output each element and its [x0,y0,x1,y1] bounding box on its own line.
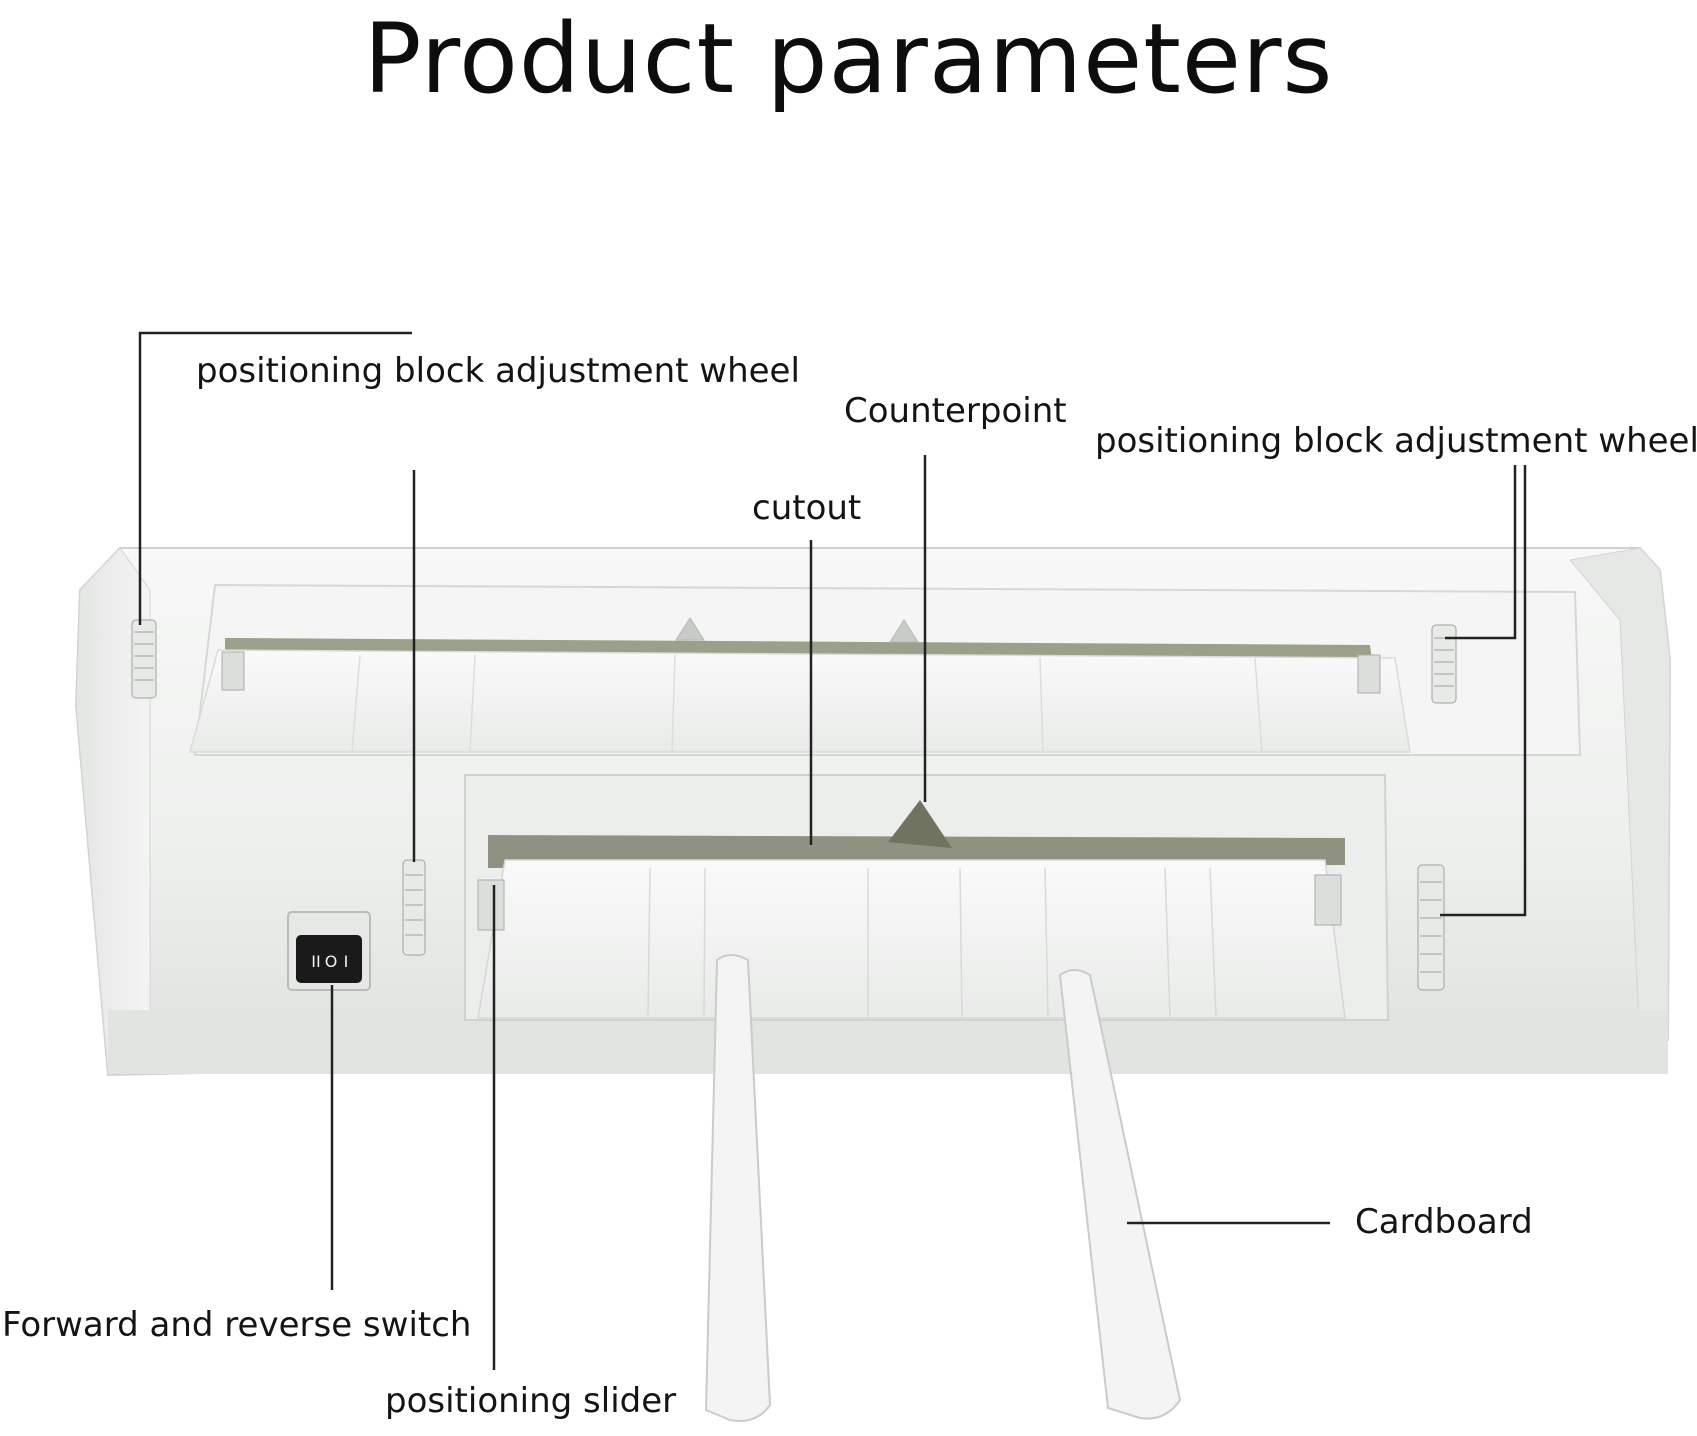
counterpoint-notch [888,800,952,848]
label-cardboard: Cardboard [1355,1202,1533,1242]
label-slider: positioning slider [385,1381,677,1421]
callout-line-wheel-left [138,331,412,625]
label-counterpoint: Counterpoint [844,391,1067,431]
label-switch: Forward and reverse switch [2,1305,472,1345]
callout-lines [138,331,1527,1370]
switch-symbol-reverse: II [311,952,320,971]
adjustment-wheel-right-bottom[interactable] [1417,864,1445,991]
positioning-slider-left-block[interactable] [477,879,505,931]
forward-reverse-switch[interactable]: II O I [287,911,371,991]
cutter-machine-body: II O I [74,547,1672,1077]
upper-notch-right [889,619,919,643]
upper-notch-left [675,617,705,641]
page-title: Product parameters [363,3,1334,115]
adjustment-wheel-left-top[interactable] [131,619,157,699]
callout-line-wheel-right-lower [1440,465,1527,917]
switch-symbol-forward: I [344,952,349,971]
upper-slider-left-block[interactable] [221,651,245,691]
cardboard-guide-right[interactable] [1058,969,1182,1420]
positioning-slider-right-block[interactable] [1314,874,1342,926]
adjustment-wheel-left-bottom[interactable] [402,859,426,956]
cardboard-guide-left[interactable] [704,954,772,1422]
switch-symbol-off: O [325,952,338,971]
cardboard-guides [704,954,1182,1422]
upper-tray [189,649,1411,753]
lower-tray [477,859,1346,1019]
label-wheel-right: positioning block adjustment wheel [1095,421,1697,461]
upper-slider-right-block[interactable] [1357,654,1381,694]
body-right-side [1569,547,1671,1046]
label-cutout: cutout [752,488,862,528]
adjustment-wheel-right-top[interactable] [1431,624,1457,704]
label-wheel-left: positioning block adjustment wheel [196,351,800,391]
callout-line-wheel-right [1445,465,1517,640]
